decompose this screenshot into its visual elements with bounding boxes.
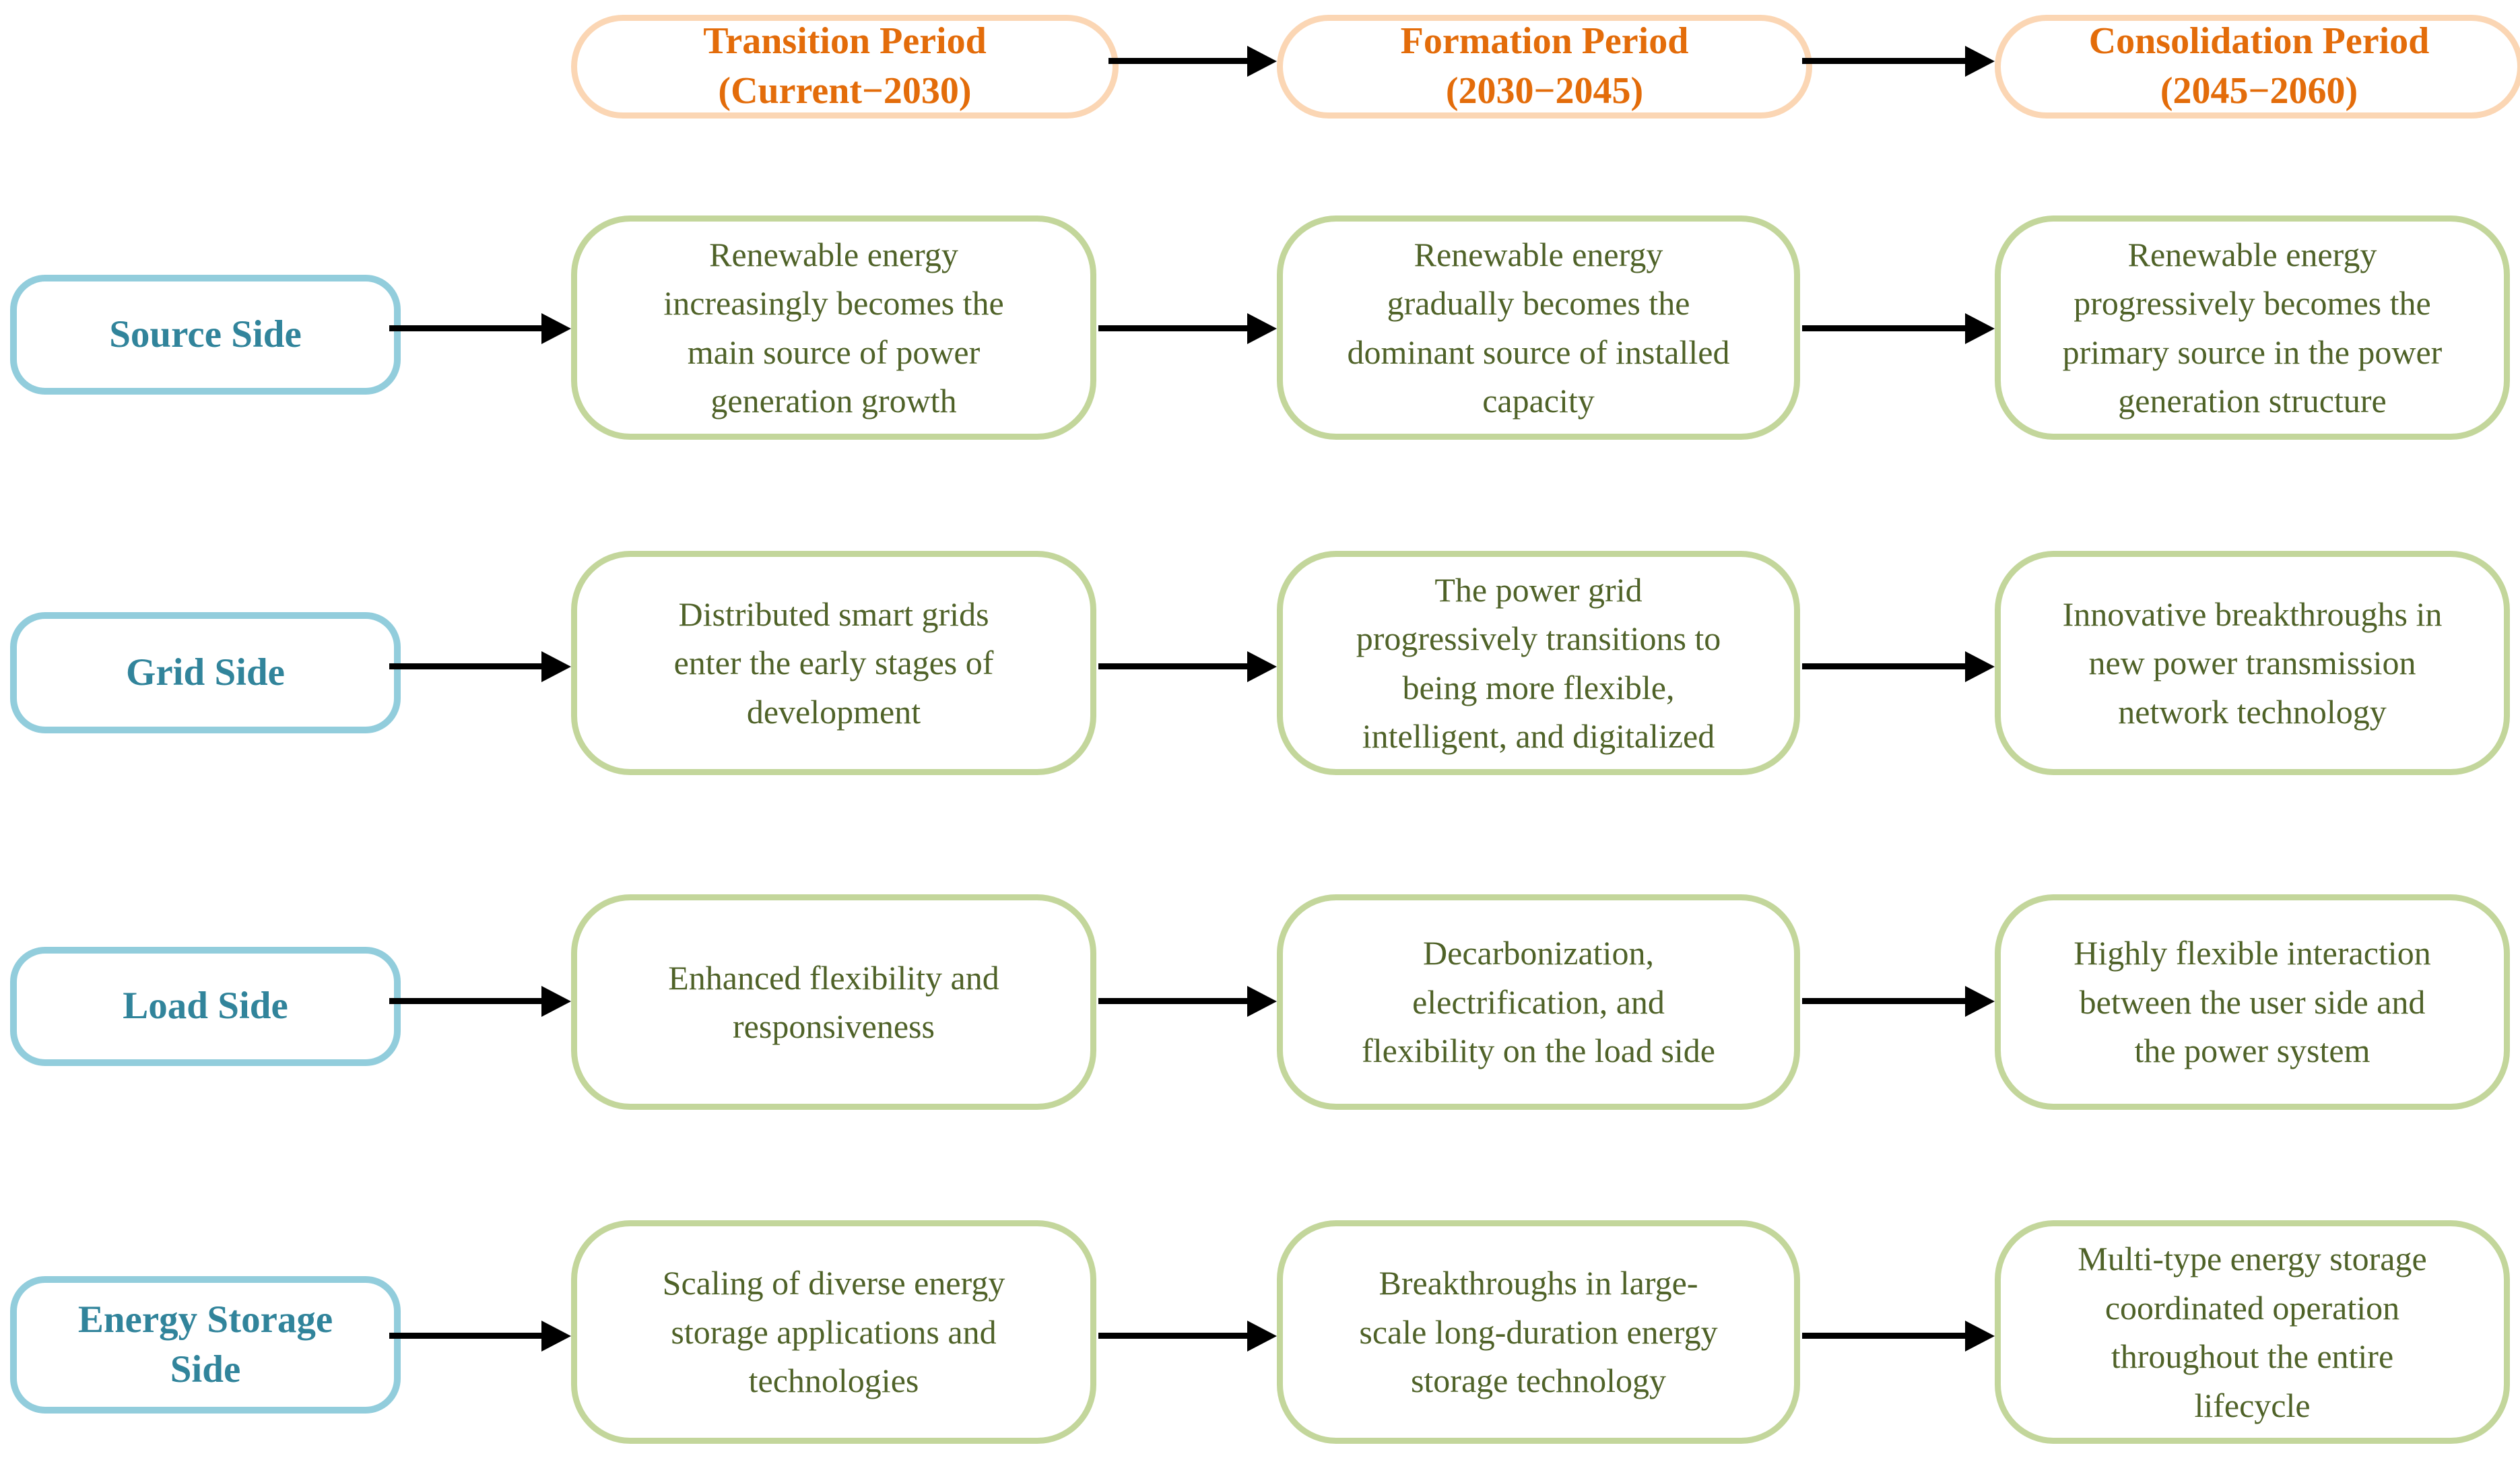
cell-source-transition: Renewable energy increasingly becomes th… [571,215,1096,440]
cell-load-consolidation: Highly flexible interaction between the … [1995,894,2510,1110]
row-label-energy-storage-side: Energy Storage Side [10,1276,401,1414]
cell-grid-formation: The power grid progressively transitions… [1277,551,1800,775]
arrow-load-cell-2-to-3 [1802,998,1965,1004]
cell-load-formation: Decarbonization, electrification, and fl… [1277,894,1800,1110]
cell-grid-consolidation: Innovative breakthroughs in new power tr… [1995,551,2510,775]
arrow-storage-cell-2-to-3 [1802,1333,1965,1339]
row-label-grid-side: Grid Side [10,612,401,733]
row-label-source-side: Source Side [10,275,401,395]
cell-storage-formation: Breakthroughs in large- scale long-durat… [1277,1220,1800,1444]
arrow-storage-to-cell-1 [389,1333,541,1339]
arrow-grid-cell-1-to-2 [1098,663,1247,669]
arrow-storage-cell-1-to-2 [1098,1333,1247,1339]
cell-storage-consolidation: Multi-type energy storage coordinated op… [1995,1220,2510,1444]
period-header-transition: Transition Period (Current−2030) [571,15,1119,119]
arrow-grid-cell-2-to-3 [1802,663,1965,669]
period-header-formation: Formation Period (2030−2045) [1277,15,1812,119]
cell-grid-transition: Distributed smart grids enter the early … [571,551,1096,775]
arrow-source-cell-1-to-2 [1098,325,1247,331]
period-header-consolidation: Consolidation Period (2045−2060) [1995,15,2520,119]
row-label-load-side: Load Side [10,947,401,1066]
arrow-grid-to-cell-1 [389,663,541,669]
arrow-source-cell-2-to-3 [1802,325,1965,331]
cell-source-formation: Renewable energy gradually becomes the d… [1277,215,1800,440]
arrow-source-to-cell-1 [389,325,541,331]
arrow-load-cell-1-to-2 [1098,998,1247,1004]
cell-storage-transition: Scaling of diverse energy storage applic… [571,1220,1096,1444]
cell-source-consolidation: Renewable energy progressively becomes t… [1995,215,2510,440]
arrow-load-to-cell-1 [389,998,541,1004]
arrow-transition-to-formation [1108,58,1247,64]
arrow-formation-to-consolidation [1802,58,1965,64]
cell-load-transition: Enhanced flexibility and responsiveness [571,894,1096,1110]
